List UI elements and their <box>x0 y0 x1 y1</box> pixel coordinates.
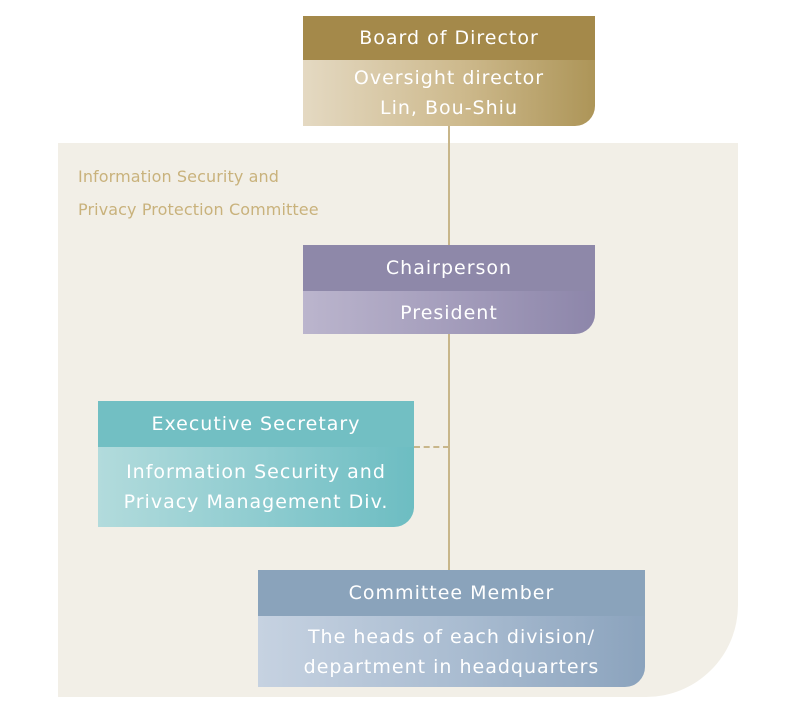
member-line1: The heads of each division/ <box>307 625 596 648</box>
member-header: Committee Member <box>258 570 645 616</box>
executive-secretary-box: Executive Secretary Information Security… <box>98 401 414 527</box>
board-header: Board of Director <box>303 16 595 60</box>
committee-title: Information Security and Privacy Protect… <box>78 160 319 226</box>
connector-chair-member <box>448 334 450 570</box>
board-body: Oversight director Lin, Bou-Shiu <box>303 60 595 126</box>
committee-title-line2: Privacy Protection Committee <box>78 200 319 219</box>
board-line2: Lin, Bou-Shiu <box>380 97 518 119</box>
connector-board-chair <box>448 126 450 245</box>
chairperson-box: Chairperson President <box>303 245 595 334</box>
secretary-line1: Information Security and <box>126 461 386 483</box>
board-of-director-box: Board of Director Oversight director Lin… <box>303 16 595 126</box>
secretary-line2: Privacy Management Div. <box>123 491 389 513</box>
member-body: The heads of each division/ department i… <box>258 616 645 687</box>
chair-body: President <box>303 291 595 334</box>
connector-secretary-dashed <box>414 446 449 448</box>
secretary-body: Information Security and Privacy Managem… <box>98 447 414 527</box>
board-line1: Oversight director <box>353 67 545 89</box>
secretary-header: Executive Secretary <box>98 401 414 447</box>
committee-member-box: Committee Member The heads of each divis… <box>258 570 645 687</box>
member-line2: department in headquarters <box>303 655 600 678</box>
committee-title-line1: Information Security and <box>78 167 279 186</box>
chair-header: Chairperson <box>303 245 595 291</box>
chair-line1: President <box>400 301 498 324</box>
